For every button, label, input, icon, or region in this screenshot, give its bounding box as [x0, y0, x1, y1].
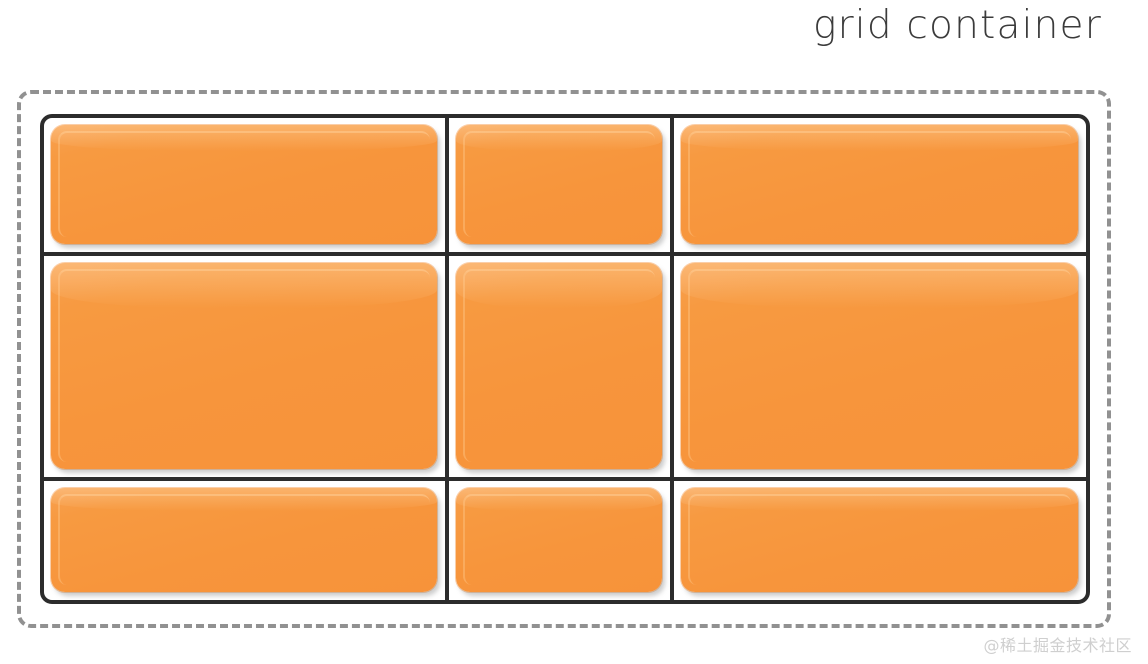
grid-item: [51, 125, 437, 244]
grid-item: [681, 488, 1078, 592]
grid-item: [681, 263, 1078, 469]
grid-cell-r2c1: [44, 256, 449, 481]
grid-cell-r3c3: [674, 481, 1086, 600]
grid-item: [456, 125, 662, 244]
grid-container-outline: [17, 90, 1111, 628]
grid-item: [456, 263, 662, 469]
grid-item: [51, 263, 437, 469]
grid-cell-r3c2: [449, 481, 674, 600]
grid-item: [456, 488, 662, 592]
page-title: grid container: [812, 3, 1102, 48]
grid-cell-r1c1: [44, 118, 449, 256]
grid-item: [51, 488, 437, 592]
grid-cell-r2c2: [449, 256, 674, 481]
grid-frame: [40, 114, 1090, 604]
watermark: @稀土掘金技术社区: [983, 636, 1132, 655]
grid-item: [681, 125, 1078, 244]
grid-cell-r3c1: [44, 481, 449, 600]
grid-cell-r1c2: [449, 118, 674, 256]
grid-cell-r2c3: [674, 256, 1086, 481]
grid-cell-r1c3: [674, 118, 1086, 256]
